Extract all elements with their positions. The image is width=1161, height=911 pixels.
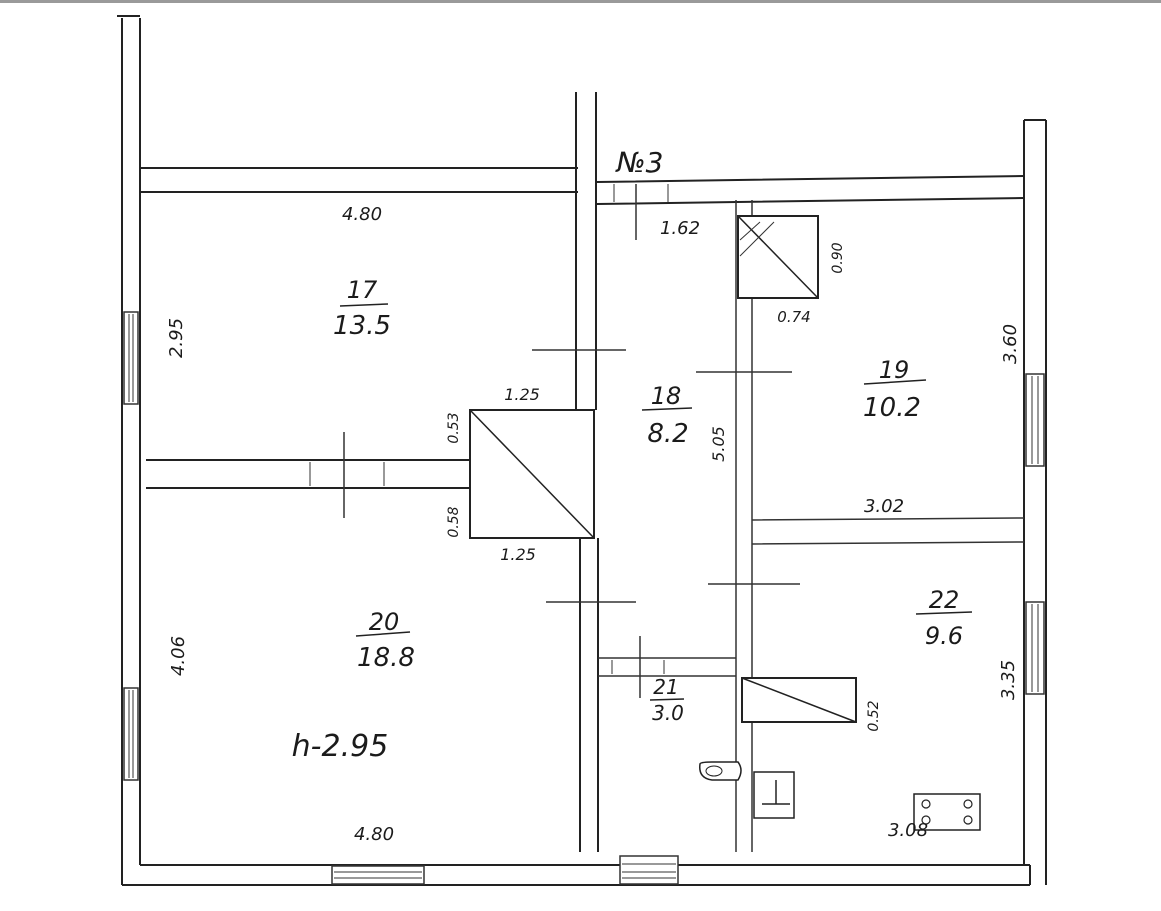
dim-top-left-width: 4.80	[342, 204, 382, 225]
apartment-marker: №3	[615, 146, 664, 179]
dim-right-middle-width: 3.02	[864, 496, 904, 517]
door-marks	[343, 184, 800, 698]
room-17-area: 13.5	[333, 311, 391, 341]
window-right-lower	[1025, 601, 1045, 695]
dim-right-lower-height: 3.35	[998, 660, 1019, 700]
dim-stair-bottom-width: 1.25	[500, 545, 536, 564]
dim-closet-height: 0.90	[830, 242, 846, 273]
room-19-label: 19 10.2	[863, 356, 927, 423]
room-22-number: 22	[929, 586, 960, 614]
exterior-walls	[117, 15, 1047, 886]
dim-stair-lower-height: 0.58	[446, 506, 462, 537]
room-20-area: 18.8	[357, 643, 415, 673]
sink-icon	[753, 771, 795, 819]
room-17-label: 17 13.5	[333, 276, 391, 341]
room-19-area: 10.2	[863, 393, 921, 423]
toilet-icon	[699, 761, 742, 781]
room-18-number: 18	[651, 382, 682, 410]
stair-small	[741, 677, 857, 723]
stair-main	[469, 409, 595, 539]
room-22-area: 9.6	[925, 622, 963, 650]
dim-bottom-left-width: 4.80	[354, 824, 394, 845]
dimension-labels: 4.80 4.80 2.95 4.06 1.62 5.05 1.25 1.25 …	[166, 204, 1021, 845]
room-21-number: 21	[653, 675, 678, 699]
room-17-number: 17	[347, 276, 378, 304]
dim-stair-top-width: 1.25	[504, 385, 540, 404]
room-21-area: 3.0	[652, 701, 684, 725]
dim-closet-width: 0.74	[777, 308, 810, 326]
stove-icon	[913, 793, 981, 831]
interior-walls	[146, 92, 1025, 852]
window-bottom-left	[331, 865, 425, 885]
room-20-label: 20 18.8	[355, 608, 415, 673]
dim-corridor-height: 5.05	[709, 426, 728, 462]
ceiling-height-label: h-2.95	[292, 729, 389, 764]
room-21-label: 21 3.0	[649, 675, 685, 725]
dim-stair-upper-height: 0.53	[446, 412, 462, 443]
scan-border	[0, 0, 1161, 3]
window-right-upper	[1025, 373, 1045, 467]
dim-bottom-right-width: 3.08	[888, 820, 928, 841]
dim-left-upper-height: 2.95	[166, 318, 187, 358]
room-22-label: 22 9.6	[915, 586, 973, 650]
dim-small-stair-height: 0.52	[866, 700, 882, 731]
dim-left-lower-height: 4.06	[168, 636, 189, 676]
room-20-number: 20	[369, 608, 400, 636]
window-left-lower	[123, 687, 139, 781]
room-18-area: 8.2	[647, 419, 688, 449]
dim-right-upper-height: 3.60	[1000, 324, 1021, 364]
window-left-upper	[123, 311, 139, 405]
dim-corridor-top-width: 1.62	[660, 218, 700, 239]
room-19-number: 19	[879, 356, 910, 384]
closet-top	[737, 215, 819, 299]
door-bottom-entrance	[619, 855, 679, 885]
room-18-label: 18 8.2	[641, 382, 693, 449]
windows	[123, 311, 1045, 885]
